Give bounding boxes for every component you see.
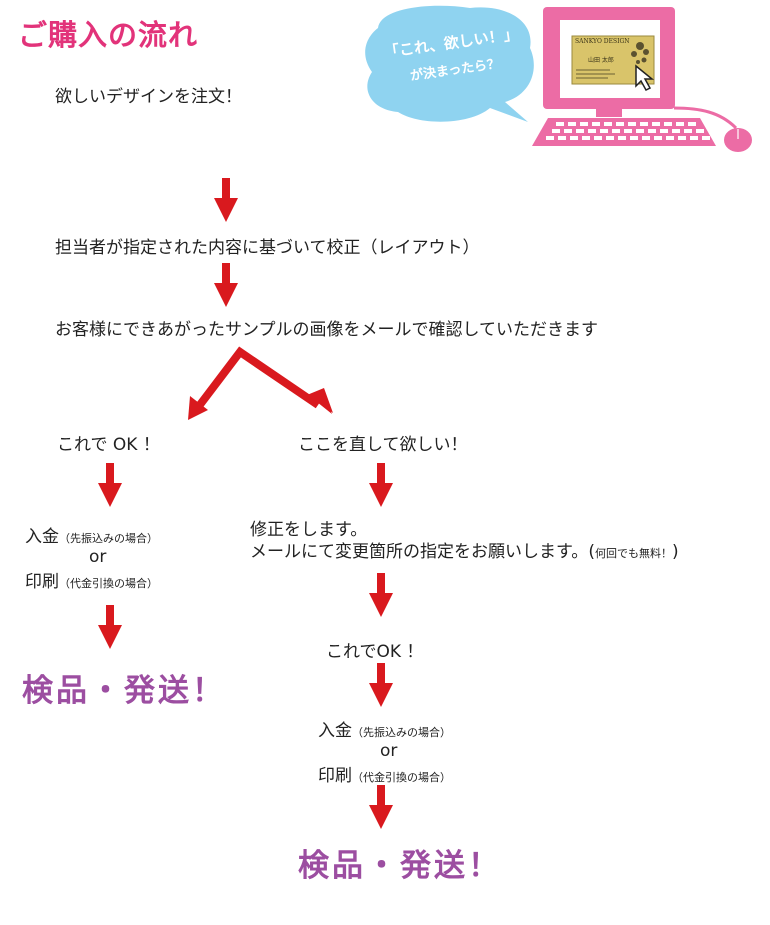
right-fix-line2: メールにて変更箇所の指定をお願いします。 (250, 542, 589, 562)
arrow-right-4 (369, 785, 393, 829)
right-pay2-note: （代金引換の場合） (352, 771, 451, 784)
step-confirm: お客様にできあがったサンプルの画像をメールで確認していただきます (55, 320, 598, 340)
mouse-cable (673, 106, 738, 130)
right-or: or (380, 741, 398, 761)
left-pay2-note: （代金引換の場合） (59, 577, 158, 590)
arrow-1 (214, 178, 238, 222)
right-pay1-note: （先振込みの場合） (352, 726, 451, 739)
arrow-left-2 (98, 605, 122, 649)
right-ok: これでOK ！ (326, 642, 424, 662)
cursor-icon (635, 64, 655, 91)
right-pay1: 入金 (318, 721, 352, 741)
card-flower-icon (631, 42, 649, 64)
right-final: 検品・発送！ (298, 848, 502, 884)
arrow-right-2 (369, 573, 393, 617)
left-pay1: 入金 (25, 527, 59, 547)
card-name: 山田 太郎 (588, 57, 614, 64)
card-brand: SANKYO DESIGN (575, 38, 630, 45)
left-pay1-note: （先振込みの場合） (59, 532, 158, 545)
mouse-icon (724, 128, 752, 152)
monitor-stand (596, 109, 622, 117)
step-proof: 担当者が指定された内容に基づいて校正（レイアウト） (55, 238, 480, 258)
left-or: or (89, 547, 107, 567)
right-payment: 入金（先振込みの場合） or 印刷（代金引換の場合） (318, 716, 488, 786)
arrow-left-1 (98, 463, 122, 507)
left-pay2: 印刷 (25, 572, 59, 592)
right-fix-line2-wrap: メールにて変更箇所の指定をお願いします。(何回でも無料！) (250, 542, 679, 562)
left-final: 検品・発送！ (22, 673, 226, 709)
left-ok: これで OK ！ (57, 435, 160, 455)
arrow-2 (214, 263, 238, 307)
arrow-right-1 (369, 463, 393, 507)
arrow-right-3 (369, 663, 393, 707)
step-order: 欲しいデザインを注文！ (55, 87, 242, 107)
right-pay2: 印刷 (318, 766, 352, 786)
right-fix-note: 何回でも無料！ (594, 547, 672, 560)
speech-bubble-shape (365, 5, 534, 123)
page-title: ご購入の流れ (18, 18, 199, 52)
right-fix-line1: 修正をします。 (250, 520, 368, 540)
left-payment: 入金（先振込みの場合） or 印刷（代金引換の場合） (25, 522, 195, 592)
right-fix-request: ここを直して欲しい！ (298, 435, 468, 455)
arrow-split (188, 346, 333, 420)
